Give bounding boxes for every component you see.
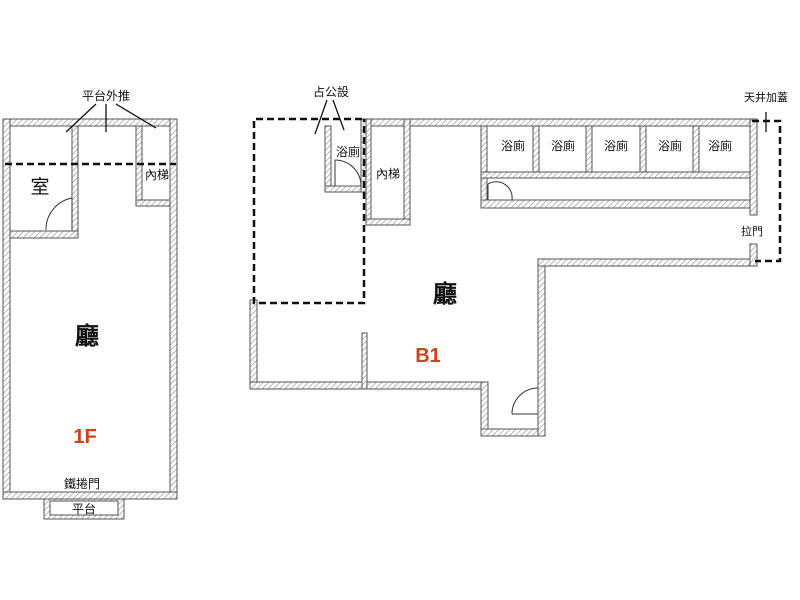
b1-wall-left [249, 299, 258, 390]
1f-floor-label: 1F [73, 426, 96, 448]
1f-room-label: 室 [30, 176, 49, 198]
b1-restroom-label: 浴廁 [658, 138, 682, 153]
b1-public-restroom-wall-left [324, 125, 332, 193]
b1-wall-right-upper [749, 118, 758, 216]
1f-iron-shutter-label: 鐵捲門 [64, 476, 100, 491]
b1-public-use-label: 占公設 [313, 84, 349, 99]
b1-wall-top [361, 118, 758, 127]
1f-wall-bottom [2, 491, 178, 500]
b1-wall-bottom-left [249, 381, 489, 390]
b1-public-restroom-door [334, 159, 362, 187]
1f-hall-label: 廳 [75, 321, 99, 350]
1f-platform-push-pointers [65, 103, 157, 133]
b1-restroom-block-wall-bottom [480, 199, 751, 209]
1f-wall-left [2, 118, 11, 500]
1f-room-door [45, 197, 73, 231]
b1-public-restroom-label: 浴廁 [336, 144, 360, 159]
floor-b1: 占公設 浴廁 內梯 浴廁 浴廁 浴廁 浴廁 浴廁 天井加蓋 拉門 廳 B1 [249, 84, 788, 437]
floor-1f: 平台外推 室 內梯 廳 1F 鐵捲門 平台 [2, 88, 178, 520]
b1-restroom-divider-3 [639, 125, 647, 173]
b1-restroom-divider-2 [585, 125, 593, 173]
b1-wall-mid-right [537, 258, 758, 267]
b1-restroom-divider-4 [692, 125, 700, 173]
1f-wall-right [169, 118, 178, 500]
1f-elevator-wall-left [135, 125, 143, 207]
1f-platform-push-label: 平台外推 [82, 88, 130, 103]
b1-skylight-cover-label: 天井加蓋 [744, 90, 788, 104]
1f-elevator-label: 內梯 [145, 168, 169, 182]
b1-wall-interior [361, 332, 368, 390]
b1-hall-label: 廳 [433, 279, 457, 308]
b1-corridor-door [487, 181, 513, 201]
b1-elevator-wall-bottom [365, 218, 411, 226]
b1-restroom-label: 浴廁 [551, 138, 575, 153]
b1-restroom-label: 浴廁 [501, 138, 525, 153]
b1-public-restroom-wall-bottom [324, 185, 366, 193]
b1-restroom-block-wall-mid [480, 171, 751, 179]
b1-restroom-label: 浴廁 [604, 138, 628, 153]
1f-platform-label: 平台 [72, 501, 96, 516]
b1-restroom-block-wall-left [480, 125, 488, 209]
b1-wall-right-stub [749, 243, 758, 267]
b1-elevator-wall-right [403, 118, 411, 226]
b1-elevator-wall-left [365, 118, 372, 226]
b1-elevator-label: 內梯 [376, 167, 400, 181]
b1-wall-bottom-right [480, 428, 546, 437]
b1-restroom-label: 浴廁 [708, 138, 732, 153]
b1-wall-step-down [480, 381, 489, 437]
b1-public-use-area [252, 117, 366, 305]
b1-public-use-pointers [314, 99, 345, 135]
1f-room-wall-right [71, 125, 79, 239]
1f-elevator-wall-bottom [135, 199, 171, 207]
b1-restroom-divider-1 [532, 125, 540, 173]
b1-sliding-door-label: 拉門 [741, 224, 763, 238]
1f-platform-inner [49, 500, 119, 516]
1f-room-wall-bottom [9, 230, 79, 239]
b1-bottom-door [511, 387, 539, 415]
b1-floor-label: B1 [415, 345, 441, 367]
b1-wall-right-lower [537, 258, 546, 437]
